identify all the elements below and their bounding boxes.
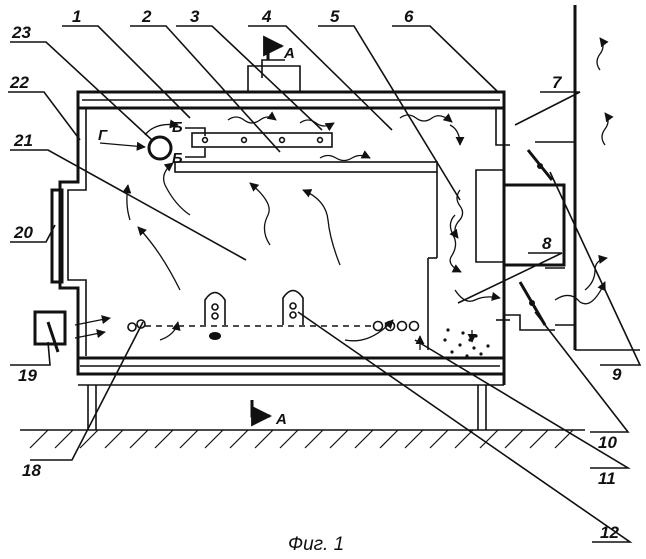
svg-text:Г: Г <box>98 127 108 144</box>
callout-5: 5 <box>330 7 340 26</box>
callout-12: 12 <box>600 523 619 542</box>
callout-20: 20 <box>13 223 33 242</box>
svg-text:Б: Б <box>172 119 183 136</box>
figure-caption: Фиг. 1 <box>288 534 344 555</box>
callout-8: 8 <box>542 234 552 253</box>
callout-21: 21 <box>13 131 33 150</box>
callout-3: 3 <box>190 7 200 26</box>
svg-text:Б: Б <box>172 150 183 167</box>
callout-23: 23 <box>11 23 31 42</box>
callout-6: 6 <box>404 7 414 26</box>
callout-10: 10 <box>598 433 617 452</box>
ground-hatching <box>20 430 585 448</box>
callout-1: 1 <box>72 7 81 26</box>
support-legs <box>88 385 486 430</box>
section-mark-b-bottom: Б <box>172 148 205 167</box>
callout-leaders <box>8 26 640 542</box>
svg-text:A: A <box>283 45 295 62</box>
callout-7: 7 <box>552 73 563 92</box>
svg-text:A: A <box>275 411 287 428</box>
callout-9: 9 <box>612 365 622 384</box>
callout-4: 4 <box>261 7 272 26</box>
callout-22: 22 <box>9 73 29 92</box>
callout-11: 11 <box>598 469 616 488</box>
callout-2: 2 <box>141 7 152 26</box>
callout-19: 19 <box>18 366 37 385</box>
section-mark-g: Г <box>98 127 108 144</box>
callout-18: 18 <box>22 461 41 480</box>
gas-flow-arrows <box>75 38 608 350</box>
section-mark-a-bottom: A <box>252 400 287 428</box>
